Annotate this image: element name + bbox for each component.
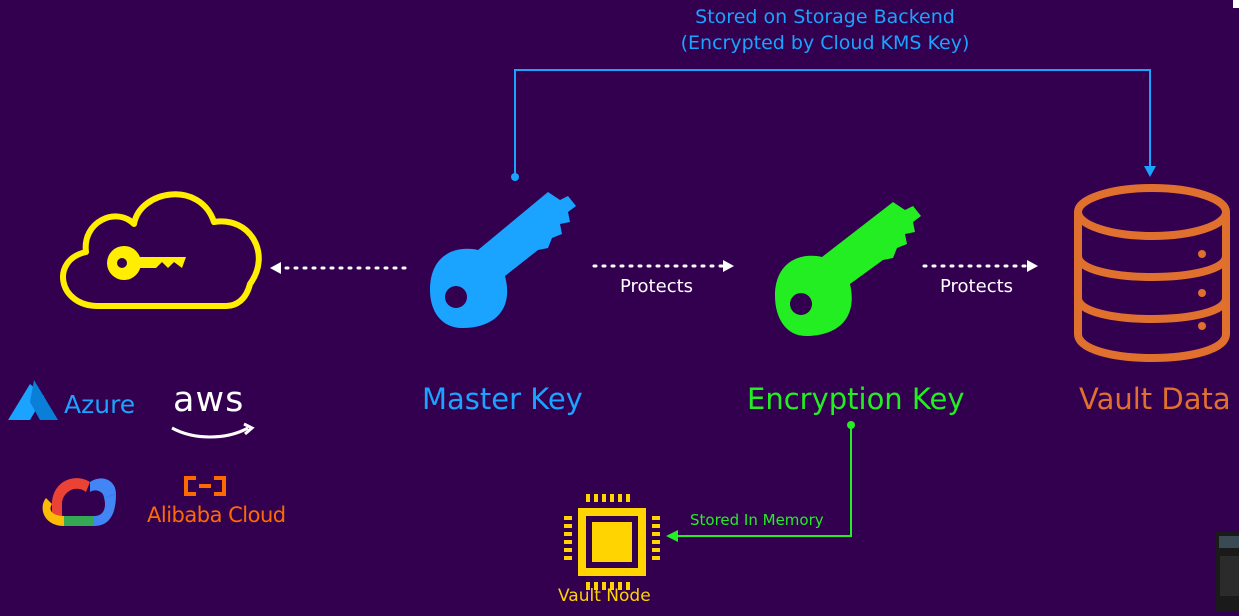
storage-label: Stored on Storage Backend (Encrypted by …: [560, 4, 1090, 56]
encryption-key-icon: [775, 202, 921, 336]
protects-label-1: Protects: [620, 276, 694, 297]
alibaba-label: Alibaba Cloud: [147, 503, 286, 527]
chip-icon: [564, 494, 660, 590]
master-to-kms-arrow: [270, 262, 407, 274]
vault-data-label: Vault Data: [1079, 382, 1231, 416]
storage-label-line2: (Encrypted by Cloud KMS Key): [680, 32, 970, 54]
protects-label-2: Protects: [940, 276, 1014, 297]
master-key-label: Master Key: [422, 382, 583, 416]
storage-connector: [511, 69, 1156, 181]
stored-in-memory-label: Stored In Memory: [690, 511, 824, 529]
google-cloud-icon: [42, 478, 116, 526]
encryption-key-label: Encryption Key: [747, 382, 965, 416]
azure-logo-icon: [8, 380, 58, 420]
memory-connector: [666, 421, 855, 542]
alibaba-logo-icon: [184, 476, 226, 496]
aws-smile-icon: [171, 422, 255, 439]
thumbnail-image: [1216, 0, 1239, 612]
vault-node-label: Vault Node: [558, 586, 651, 606]
aws-label: aws: [173, 380, 245, 420]
cloud-key-icon: [60, 191, 262, 309]
master-key-icon: [430, 192, 576, 328]
encryption-protects-arrow: [922, 260, 1038, 272]
master-protects-arrow: [592, 260, 734, 272]
storage-label-line1: Stored on Storage Backend: [695, 6, 955, 28]
database-icon: [1074, 184, 1230, 362]
azure-label: Azure: [64, 390, 136, 419]
